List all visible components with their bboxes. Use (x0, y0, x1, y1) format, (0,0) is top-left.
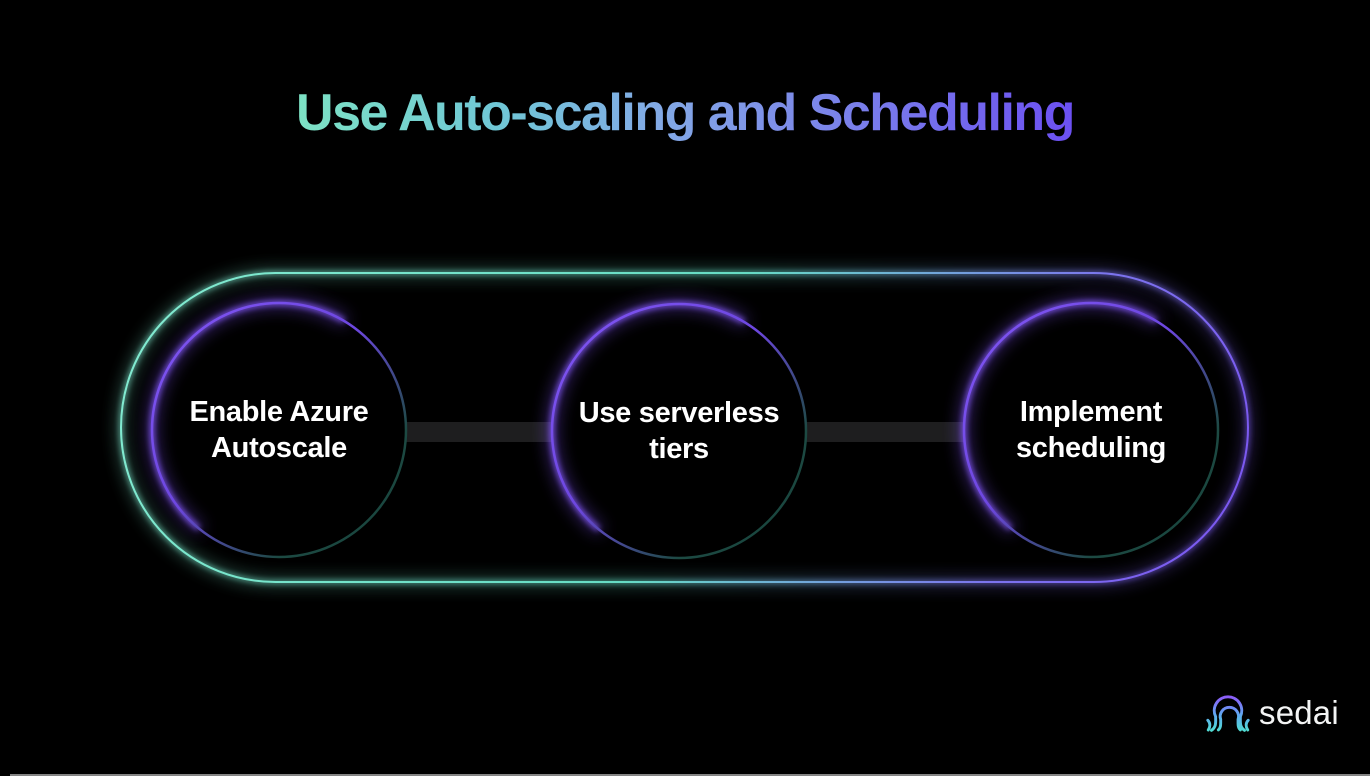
connector-line-2 (803, 422, 968, 442)
sedai-logo-text: sedai (1259, 693, 1339, 731)
slide-title: Use Auto-scaling and Scheduling (296, 80, 1075, 146)
step-label-line: Autoscale (211, 432, 347, 464)
step-circle-3 (959, 298, 1220, 559)
pill-outline (118, 270, 1251, 585)
step-label-line: Use serverless (578, 397, 780, 429)
title-container: Use Auto-scaling and Scheduling (0, 80, 1370, 146)
step-label-line: Enable Azure (189, 396, 369, 428)
step-label-use-serverless-tiers: Use serverless tiers (552, 304, 806, 558)
sedai-logo: sedai (1206, 688, 1339, 736)
step-circle-1 (147, 298, 408, 559)
step-label-enable-azure-autoscale: Enable Azure Autoscale (152, 303, 406, 557)
step-circle-2 (547, 299, 808, 560)
step-label-line: scheduling (1015, 432, 1167, 464)
step-label-line: tiers (649, 433, 709, 465)
step-label-implement-scheduling: Implement scheduling (964, 303, 1218, 557)
step-label-line: Implement (1019, 396, 1163, 428)
sedai-jellyfish-icon (1206, 695, 1250, 732)
bottom-edge-line (10, 774, 1370, 776)
connector-line-1 (403, 422, 558, 442)
